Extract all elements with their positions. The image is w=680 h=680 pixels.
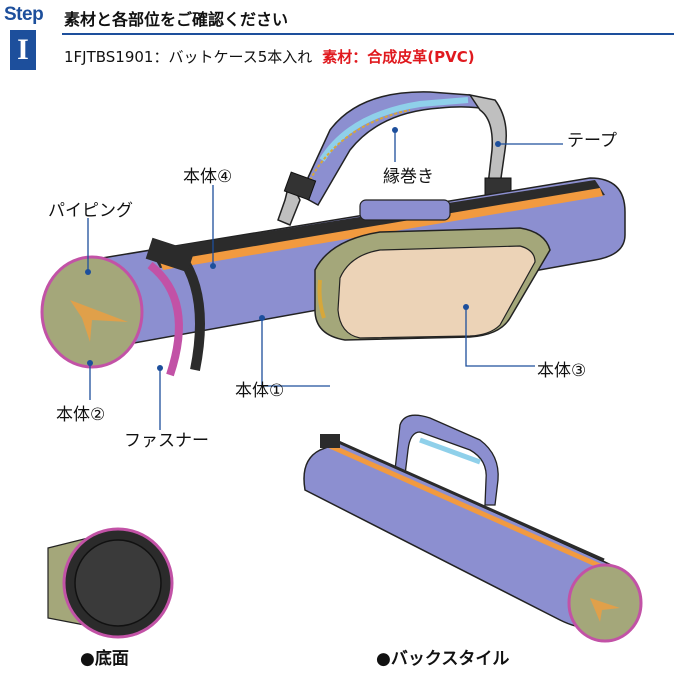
label-binding: 縁巻き (383, 167, 434, 187)
bottom-view (47, 527, 174, 639)
step-number: I (10, 30, 36, 70)
leader-lines (87, 130, 563, 430)
label-body2: 本体② (56, 405, 106, 425)
page-title: 素材と各部位をご確認ください (64, 10, 289, 29)
caption-bottom: ●底面 (80, 649, 129, 669)
product-line: 1FJTBS1901：バットケース5本入れ素材：合成皮革(PVC) (64, 46, 475, 67)
header-divider (62, 33, 674, 35)
step-badge: Step I (4, 4, 44, 70)
caption-back: ●バックスタイル (376, 649, 510, 669)
leader-dots (85, 127, 501, 371)
label-body1: 本体① (235, 381, 285, 401)
step-word: Step (4, 4, 44, 25)
product-name: 1FJTBS1901：バットケース5本入れ (64, 48, 313, 66)
main-case (40, 91, 626, 377)
label-body3: 本体③ (537, 361, 587, 381)
label-piping: パイピング (48, 201, 133, 221)
label-body4: 本体④ (183, 167, 233, 187)
material-text: 素材：合成皮革(PVC) (322, 48, 475, 66)
back-style-case (303, 414, 643, 643)
label-tape: テープ (567, 131, 617, 151)
label-fastener: ファスナー (124, 431, 209, 451)
